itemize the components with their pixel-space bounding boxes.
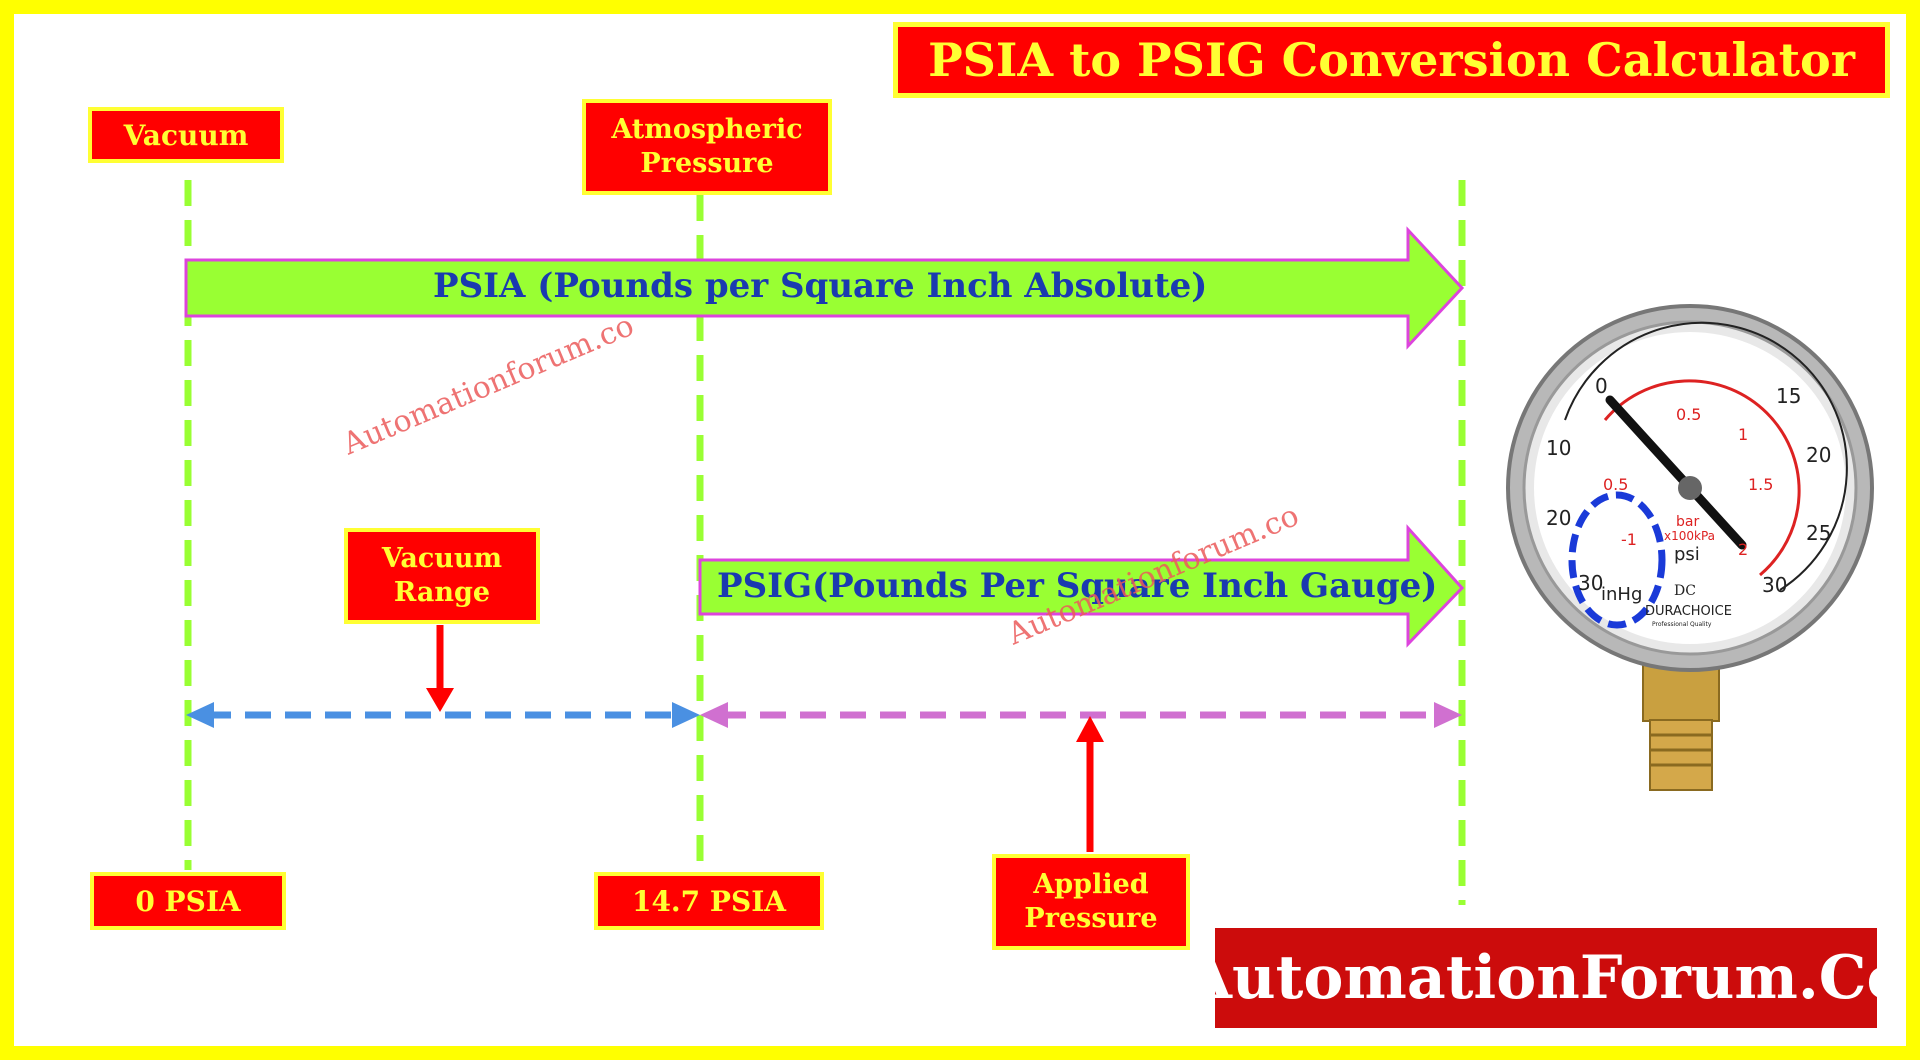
applied-range-right-head <box>1434 702 1462 728</box>
gauge-thread <box>1649 719 1713 791</box>
psia-arrow <box>184 226 1465 350</box>
psig-arrow-label: PSIG(Pounds Per Square Inch Gauge) <box>717 566 1438 606</box>
psig-arrow <box>698 524 1465 648</box>
gauge-tick-20: 20 <box>1806 443 1831 467</box>
gauge-units-inhg: inHg <box>1601 584 1642 605</box>
gauge-bar-1.5: 1.5 <box>1748 475 1773 494</box>
gauge-left-tick-30: 30 <box>1578 571 1603 595</box>
gauge-tick-30: 30 <box>1762 573 1787 597</box>
gauge-units-kpa: x100kPa <box>1664 529 1715 543</box>
gauge-neg-1: -1 <box>1621 530 1637 549</box>
gauge-maker: DURACHOICE <box>1645 604 1732 619</box>
gauge-neg-0.5: 0.5 <box>1603 475 1628 494</box>
applied-pressure-pointer-head <box>1076 716 1104 742</box>
gauge-maker-sub: Professional Quality <box>1652 621 1712 628</box>
gauge-tick-0: 0 <box>1595 374 1608 398</box>
gauge-logo: DC <box>1674 583 1696 599</box>
gauge-stem <box>1642 664 1720 722</box>
psia-14-7-label: 14.7 PSIA <box>594 872 824 930</box>
psia-arrow-label: PSIA (Pounds per Square Inch Absolute) <box>433 266 1208 306</box>
pressure-gauge-image: 0 15 20 25 30 10 20 30 0.5 1 1.5 2 0.5 -… <box>1506 304 1874 791</box>
vacuum-range-left-head <box>186 702 214 728</box>
atmospheric-pressure-label: Atmospheric Pressure <box>582 99 832 195</box>
gauge-red-scale <box>1603 379 1801 577</box>
gauge-units-psi: psi <box>1674 544 1700 565</box>
gauge-left-tick-10: 10 <box>1546 436 1571 460</box>
vacuum-label: Vacuum <box>88 107 284 163</box>
inhg-highlight-ellipse <box>1568 491 1666 629</box>
gauge-bar-1: 1 <box>1738 425 1748 444</box>
applied-range-left-head <box>700 702 728 728</box>
gauge-units-bar: bar <box>1676 514 1699 530</box>
gauge-black-scale <box>1564 321 1848 591</box>
page-title: PSIA to PSIG Conversion Calculator <box>893 22 1890 98</box>
gauge-tick-15: 15 <box>1776 384 1801 408</box>
vacuum-range-right-head <box>672 702 700 728</box>
zero-psia-label: 0 PSIA <box>90 872 286 930</box>
gauge-bar-2: 2 <box>1738 540 1748 559</box>
gauge-tick-25: 25 <box>1806 521 1831 545</box>
brand-banner: AutomationForum.Co <box>1185 928 1907 1028</box>
applied-pressure-label: Applied Pressure <box>992 854 1190 950</box>
vacuum-range-pointer-head <box>426 688 454 712</box>
gauge-bar-0.5: 0.5 <box>1676 405 1701 424</box>
gauge-needle <box>1605 395 1747 550</box>
gauge-left-tick-20: 20 <box>1546 506 1571 530</box>
vacuum-range-label: Vacuum Range <box>344 528 540 624</box>
